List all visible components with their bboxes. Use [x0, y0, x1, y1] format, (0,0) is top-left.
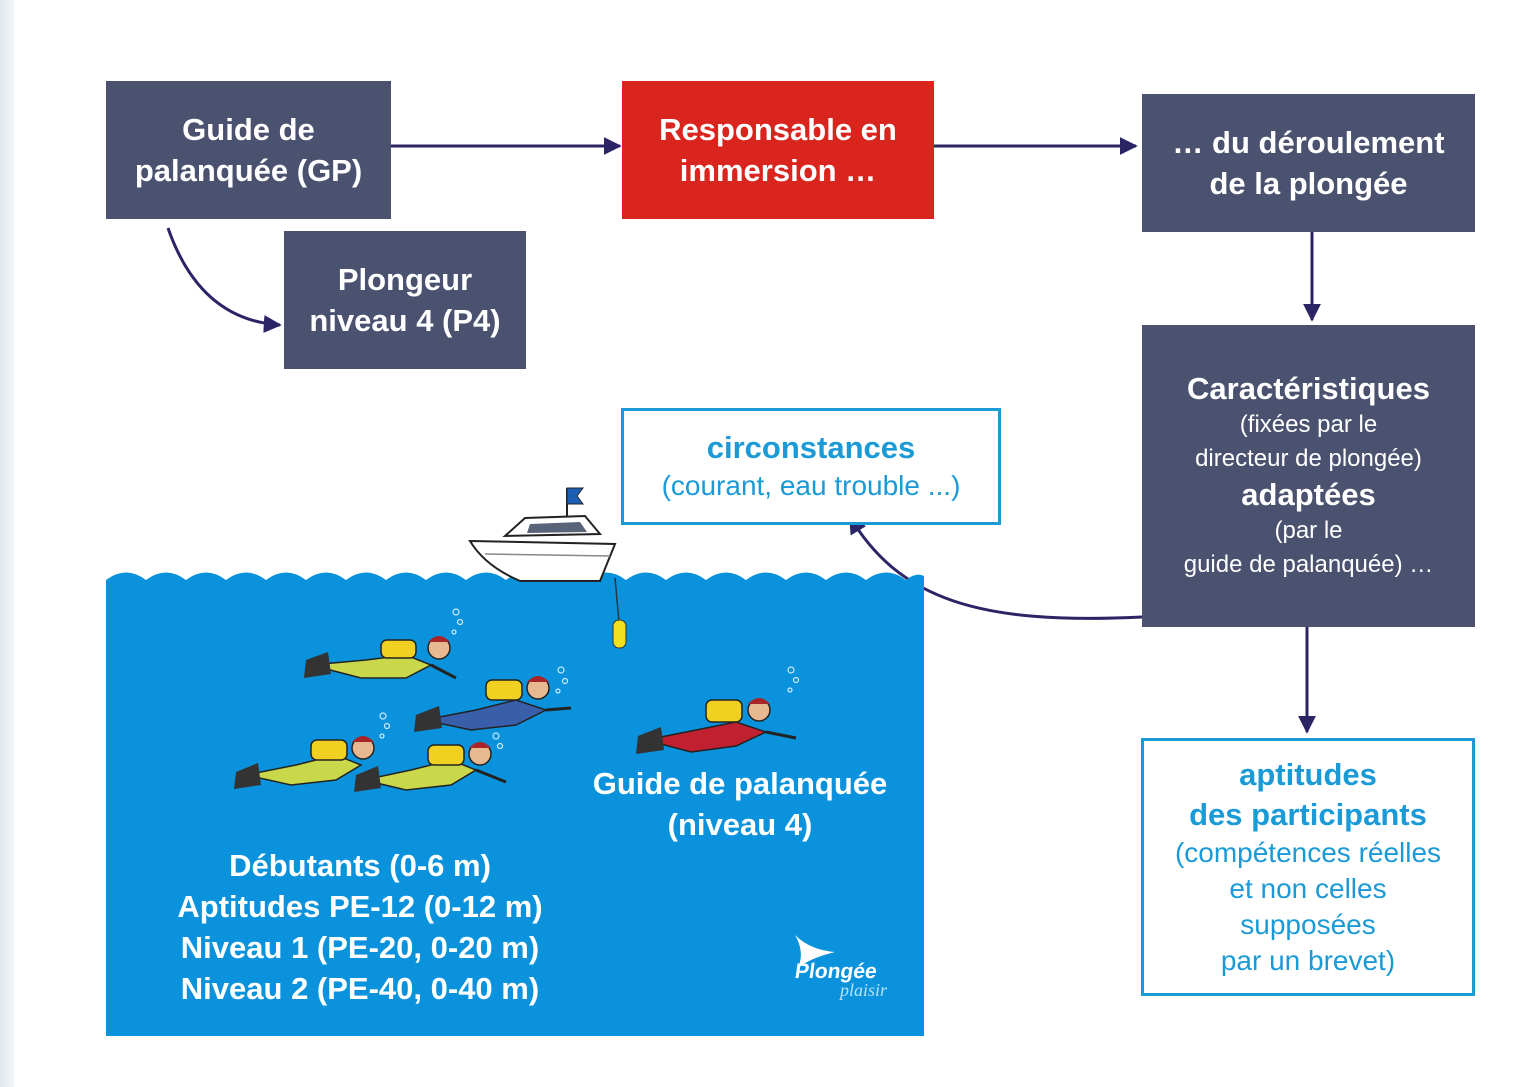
aptitudes-sub-line-3: supposées	[1240, 909, 1376, 940]
deroulement-line-1: … du déroulement	[1172, 125, 1445, 160]
responsable-line-1: Responsable en	[659, 112, 897, 147]
caracteristiques-sub1-line-1: (fixées par le	[1239, 411, 1378, 438]
box-guide-de-palanquee: Guide de palanquée (GP)	[106, 81, 391, 219]
caracteristiques-title: Caractéristiques	[1187, 371, 1430, 406]
diver-icon	[234, 736, 375, 789]
box-caracteristiques: Caractéristiques (fixées par le directeu…	[1142, 325, 1475, 627]
boat-icon	[468, 487, 617, 582]
box-circonstances: circonstances (courant, eau trouble ...)	[621, 408, 1001, 525]
level-niveau2: Niveau 2 (PE-40, 0-40 m)	[180, 971, 540, 1006]
level-niveau1: Niveau 1 (PE-20, 0-20 m)	[180, 930, 540, 965]
buoy	[612, 619, 627, 649]
aptitudes-sub-line-2: et non celles	[1229, 873, 1387, 904]
guide-diver-icon	[636, 698, 797, 754]
logo-script-text: plaisir	[840, 980, 888, 1000]
p4-line-2: niveau 4 (P4)	[309, 303, 501, 338]
diver-icon	[304, 636, 457, 680]
slide-edge	[0, 0, 14, 1087]
diver-icon	[354, 742, 507, 792]
aptitudes-title-line-1: aptitudes	[1239, 757, 1377, 792]
water-guide-line-2: (niveau 4)	[667, 807, 813, 842]
level-pe12: Aptitudes PE-12 (0-12 m)	[177, 889, 543, 924]
box-responsable-en-immersion: Responsable en immersion …	[622, 81, 934, 219]
arrow-gp-to-p4	[166, 227, 282, 333]
circonstances-title: circonstances	[706, 429, 916, 465]
p4-line-1: Plongeur	[337, 262, 473, 297]
logo-swoosh-icon	[795, 935, 835, 968]
caracteristiques-title2: adaptées	[1241, 477, 1376, 512]
diver-icon	[414, 676, 572, 732]
box-aptitudes-participants: aptitudes des participants (compétences …	[1141, 738, 1475, 996]
arrow-caracteristiques-to-circonstances	[848, 515, 1143, 620]
plongee-plaisir-logo: Plongée plaisir	[780, 930, 910, 1010]
gp-line-1: Guide de	[182, 112, 315, 147]
water-guide-label: Guide de palanquée (niveau 4)	[555, 763, 925, 845]
buoy-line	[614, 577, 620, 623]
bubbles	[379, 608, 800, 750]
aptitudes-sub-line-1: (compétences réelles	[1174, 837, 1442, 868]
box-deroulement-plongee: … du déroulement de la plongée	[1142, 94, 1475, 232]
deroulement-line-2: de la plongée	[1209, 166, 1408, 201]
water-body	[106, 572, 924, 1036]
caracteristiques-sub1-line-2: directeur de plongée)	[1195, 445, 1422, 472]
water-levels-list: Débutants (0-6 m) Aptitudes PE-12 (0-12 …	[130, 845, 590, 1009]
aptitudes-title-line-2: des participants	[1189, 797, 1427, 832]
aptitudes-sub-line-4: par un brevet)	[1220, 945, 1396, 976]
caracteristiques-sub2-line-1: (par le	[1274, 517, 1343, 544]
water-scene	[106, 572, 924, 1036]
gp-line-2: palanquée (GP)	[134, 153, 363, 188]
water-guide-line-1: Guide de palanquée	[592, 766, 888, 801]
box-plongeur-niveau-4: Plongeur niveau 4 (P4)	[284, 231, 526, 369]
responsable-line-2: immersion …	[679, 153, 877, 188]
level-debutants: Débutants (0-6 m)	[229, 848, 491, 883]
circonstances-sub: (courant, eau trouble ...)	[661, 469, 961, 501]
caracteristiques-sub2-line-2: guide de palanquée) …	[1183, 551, 1434, 578]
